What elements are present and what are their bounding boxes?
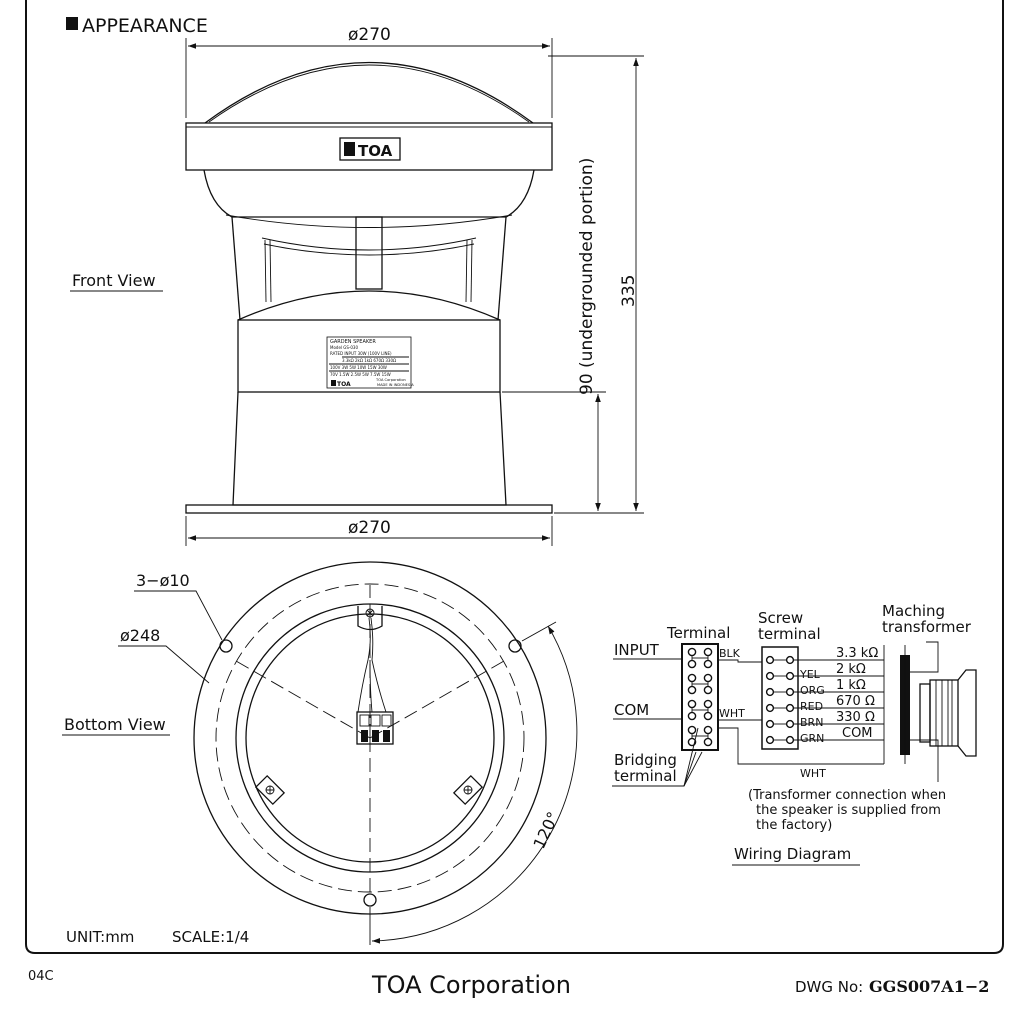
tap-color: GRN: [800, 732, 824, 745]
tap-row: BRN 330 Ω: [765, 710, 884, 729]
header-square-icon: [66, 17, 78, 30]
hole-callout: 3−ø10: [136, 571, 190, 590]
tap-row: YEL 2 kΩ: [765, 662, 884, 681]
terminal-block: [681, 643, 719, 751]
tap-color: BRN: [800, 716, 823, 729]
svg-text:TOA: TOA: [337, 381, 351, 388]
bottom-view: 120°: [193, 561, 578, 945]
front-view: ø270 TOA GARDEN SPEAKER Model: [185, 25, 644, 546]
tap-color: RED: [800, 700, 823, 713]
svg-text:WHT: WHT: [719, 707, 745, 720]
com-label: COM: [614, 701, 649, 719]
svg-text:terminal: terminal: [758, 625, 821, 643]
screw-terminal-block: [761, 646, 799, 750]
dim-underground: 90 (undergrounded portion): [577, 158, 597, 395]
tap-value: 2 kΩ: [836, 662, 866, 677]
pcd-callout: ø248: [120, 626, 160, 645]
dwg-number: GGS007A1−2: [869, 977, 989, 996]
toa-logo-text: TOA: [358, 142, 393, 160]
svg-text:GARDEN SPEAKER: GARDEN SPEAKER: [330, 339, 376, 345]
tap-value: 670 Ω: [836, 694, 875, 709]
svg-text:the speaker is supplied from: the speaker is supplied from: [756, 803, 941, 818]
terminal-pair: [687, 699, 713, 721]
svg-text:MADE IN INDONESIA: MADE IN INDONESIA: [377, 383, 414, 387]
svg-text:70V 1.5W 2.5W 5W 7.5W 15W: 70V 1.5W 2.5W 5W 7.5W 15W: [330, 372, 391, 377]
mount-hole: [508, 639, 522, 653]
svg-text:terminal: terminal: [614, 767, 677, 785]
nameplate: GARDEN SPEAKER Model GS-030 RATED INPUT …: [326, 336, 414, 389]
svg-text:3.3kΩ 2kΩ 1kΩ 670Ω 330Ω: 3.3kΩ 2kΩ 1kΩ 670Ω 330Ω: [342, 358, 396, 363]
tap-row: ORG 1 kΩ: [765, 678, 884, 697]
tap-color: ORG: [800, 684, 825, 697]
input-label: INPUT: [614, 641, 660, 659]
terminal-pair: [687, 673, 713, 695]
angle-label: 120°: [529, 809, 563, 852]
scale-label: SCALE:1/4: [172, 928, 249, 946]
tap-row: GRN COM: [765, 726, 884, 745]
tap-value: 330 Ω: [836, 710, 875, 725]
tap-value: 3.3 kΩ: [836, 646, 878, 661]
svg-text:the factory): the factory): [756, 818, 832, 833]
header-title: APPEARANCE: [82, 15, 208, 37]
svg-text:transformer: transformer: [882, 618, 972, 636]
svg-text:Model GS-030: Model GS-030: [330, 345, 358, 350]
revision-code: 04C: [28, 969, 54, 984]
unit-label: UNIT:mm: [66, 928, 134, 946]
mount-hole: [363, 893, 377, 907]
tap-color: YEL: [799, 668, 821, 681]
svg-text:TOA Corporation: TOA Corporation: [375, 378, 406, 382]
bottom-view-label: Bottom View: [64, 715, 166, 734]
svg-text:BLK: BLK: [719, 647, 741, 660]
svg-text:100V 3W 5W 10W 15W 30W: 100V 3W 5W 10W 15W 30W: [330, 365, 387, 370]
tap-row: 3.3 kΩ: [765, 646, 884, 665]
svg-text:(Transformer connection when: (Transformer connection when: [748, 788, 946, 803]
dwg-label: DWG No:: [795, 978, 863, 996]
drawing-frame: [25, 0, 1004, 954]
terminal-pair: [687, 647, 713, 669]
terminal-pair: [687, 725, 713, 747]
wiring-diagram: Terminal INPUT COM BLK WHT WHT Screw ter…: [612, 602, 977, 866]
tap-value: 1 kΩ: [836, 678, 866, 693]
company-name: TOA Corporation: [371, 971, 571, 999]
terminal-label: Terminal: [666, 624, 730, 642]
svg-text:RATED INPUT 30W (100V LINE): RATED INPUT 30W (100V LINE): [330, 351, 392, 356]
wiring-title: Wiring Diagram: [734, 845, 851, 863]
dim-top-diameter: ø270: [348, 25, 391, 45]
front-view-label: Front View: [72, 271, 156, 290]
svg-text:WHT: WHT: [800, 767, 826, 780]
svg-text:Screw: Screw: [758, 609, 803, 627]
tap-row: RED 670 Ω: [765, 694, 884, 713]
svg-text:Maching: Maching: [882, 602, 945, 620]
dim-base-diameter: ø270: [348, 518, 391, 538]
mount-hole: [219, 639, 233, 653]
svg-text:Bridging: Bridging: [614, 751, 677, 769]
dim-height: 335: [619, 275, 639, 307]
tap-value: COM: [842, 726, 873, 741]
